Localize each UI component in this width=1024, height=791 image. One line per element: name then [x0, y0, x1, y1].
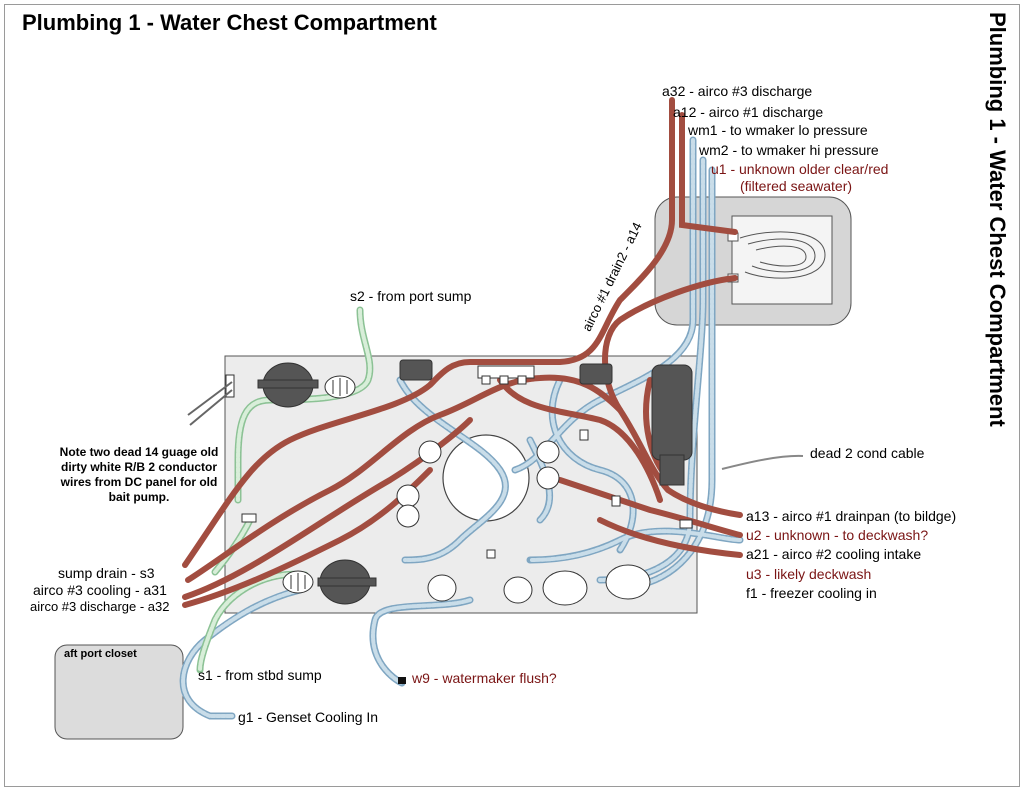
- label-a21: a21 - airco #2 cooling intake: [746, 546, 922, 562]
- w9-end-marker: [398, 677, 406, 684]
- label-w9: w9 - watermaker flush?: [412, 670, 557, 686]
- page-title: Plumbing 1 - Water Chest Compartment: [22, 10, 437, 35]
- label-a32: a32 - airco #3 discharge: [662, 83, 813, 99]
- small-fitting-2: [579, 429, 589, 441]
- watermaker-inner-panel: [731, 215, 833, 305]
- valve-right-of-center-2: [536, 466, 560, 490]
- valve-cluster-2: [396, 504, 420, 528]
- valve-top-right: [579, 363, 613, 385]
- label-a31: airco #3 cooling - a31: [33, 582, 167, 598]
- red-hoses: [182, 97, 743, 608]
- small-fitting-1: [486, 549, 496, 559]
- coil-loops: [739, 231, 826, 279]
- label-u1-sub: (filtered seawater): [740, 178, 853, 194]
- label-s1: s1 - from stbd sump: [198, 667, 322, 683]
- label-wm1: wm1 - to wmaker lo pressure: [688, 122, 868, 138]
- tee-fitting-left: [241, 513, 257, 523]
- label-a13: a13 - airco #1 drainpan (to bildge): [746, 508, 957, 524]
- side-title: Plumbing 1 - Water Chest Compartment: [985, 12, 1010, 427]
- page-frame: [4, 4, 1020, 787]
- central-strainer: [442, 434, 530, 522]
- valve-left-of-center: [418, 440, 442, 464]
- valve-cluster-1: [396, 484, 420, 508]
- label-u2: u2 - unknown - to deckwash?: [746, 527, 929, 543]
- valve-top: [399, 359, 433, 381]
- closet-label: aft port closet: [64, 648, 137, 660]
- small-fitting-3: [611, 495, 621, 507]
- dead-wires: [187, 381, 233, 426]
- label-dead-cable: dead 2 cond cable: [810, 445, 925, 461]
- strainer-bottom-1: [427, 574, 457, 602]
- small-fitting-4: [679, 519, 693, 529]
- label-a32-left: airco #3 discharge - a32: [30, 599, 170, 614]
- strainer-bottom-2: [503, 576, 533, 604]
- label-g1: g1 - Genset Cooling In: [238, 709, 379, 725]
- filter-canister: [651, 364, 693, 461]
- label-a12: a12 - airco #1 discharge: [673, 104, 824, 120]
- strainer-bottom-3: [542, 570, 588, 606]
- label-s2: s2 - from port sump: [350, 288, 472, 304]
- label-sump-drain: sump drain - s3: [58, 565, 155, 581]
- strainer-bottom-4: [605, 564, 651, 600]
- label-f1: f1 - freezer cooling in: [746, 585, 877, 601]
- label-u3: u3 - likely deckwash: [746, 566, 872, 582]
- dead-cable-line: [721, 454, 804, 470]
- note-text: Note two dead 14 guage old dirty white R…: [59, 445, 219, 504]
- label-wm2: wm2 - to wmaker hi pressure: [699, 142, 879, 158]
- valve-right-of-center: [536, 440, 560, 464]
- label-u1: u1 - unknown older clear/red: [711, 161, 889, 177]
